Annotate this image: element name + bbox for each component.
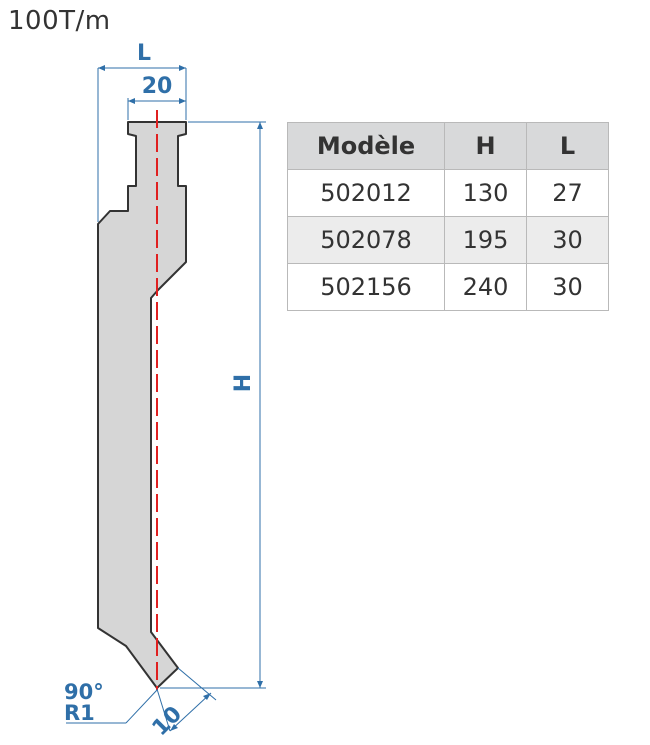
- header-l: L: [526, 122, 609, 170]
- cell-h: 195: [444, 216, 527, 264]
- cell-model: 502078: [287, 216, 445, 264]
- top-width-label: 20: [142, 74, 173, 99]
- top-width-dimension: [127, 98, 186, 120]
- height-label: H: [231, 374, 256, 392]
- width-dimension: [97, 65, 187, 222]
- table-header-row: Modèle H L: [287, 122, 609, 170]
- angle-label: 90°: [64, 680, 104, 704]
- header-model: Modèle: [287, 122, 445, 170]
- capacity-label: 100T/m: [8, 6, 111, 36]
- width-label: L: [137, 41, 151, 66]
- table-row: 502012 130 27: [287, 169, 609, 217]
- cell-l: 27: [526, 169, 609, 217]
- cell-l: 30: [526, 263, 609, 311]
- cell-h: 240: [444, 263, 527, 311]
- height-dimension: [160, 121, 266, 689]
- tip-dimension: [156, 667, 217, 732]
- tip-label: 10: [148, 702, 187, 741]
- cell-model: 502012: [287, 169, 445, 217]
- punch-profile: [97, 121, 187, 689]
- table-row: 502078 195 30: [287, 216, 609, 264]
- cell-l: 30: [526, 216, 609, 264]
- model-table: Modèle H L 502012 130 27 502078 195 30 5…: [287, 122, 609, 311]
- angle-leader-diagonal: [125, 689, 158, 724]
- cell-h: 130: [444, 169, 527, 217]
- radius-label: R1: [64, 701, 95, 725]
- header-h: H: [444, 122, 527, 170]
- table-row: 502156 240 30: [287, 263, 609, 311]
- cell-model: 502156: [287, 263, 445, 311]
